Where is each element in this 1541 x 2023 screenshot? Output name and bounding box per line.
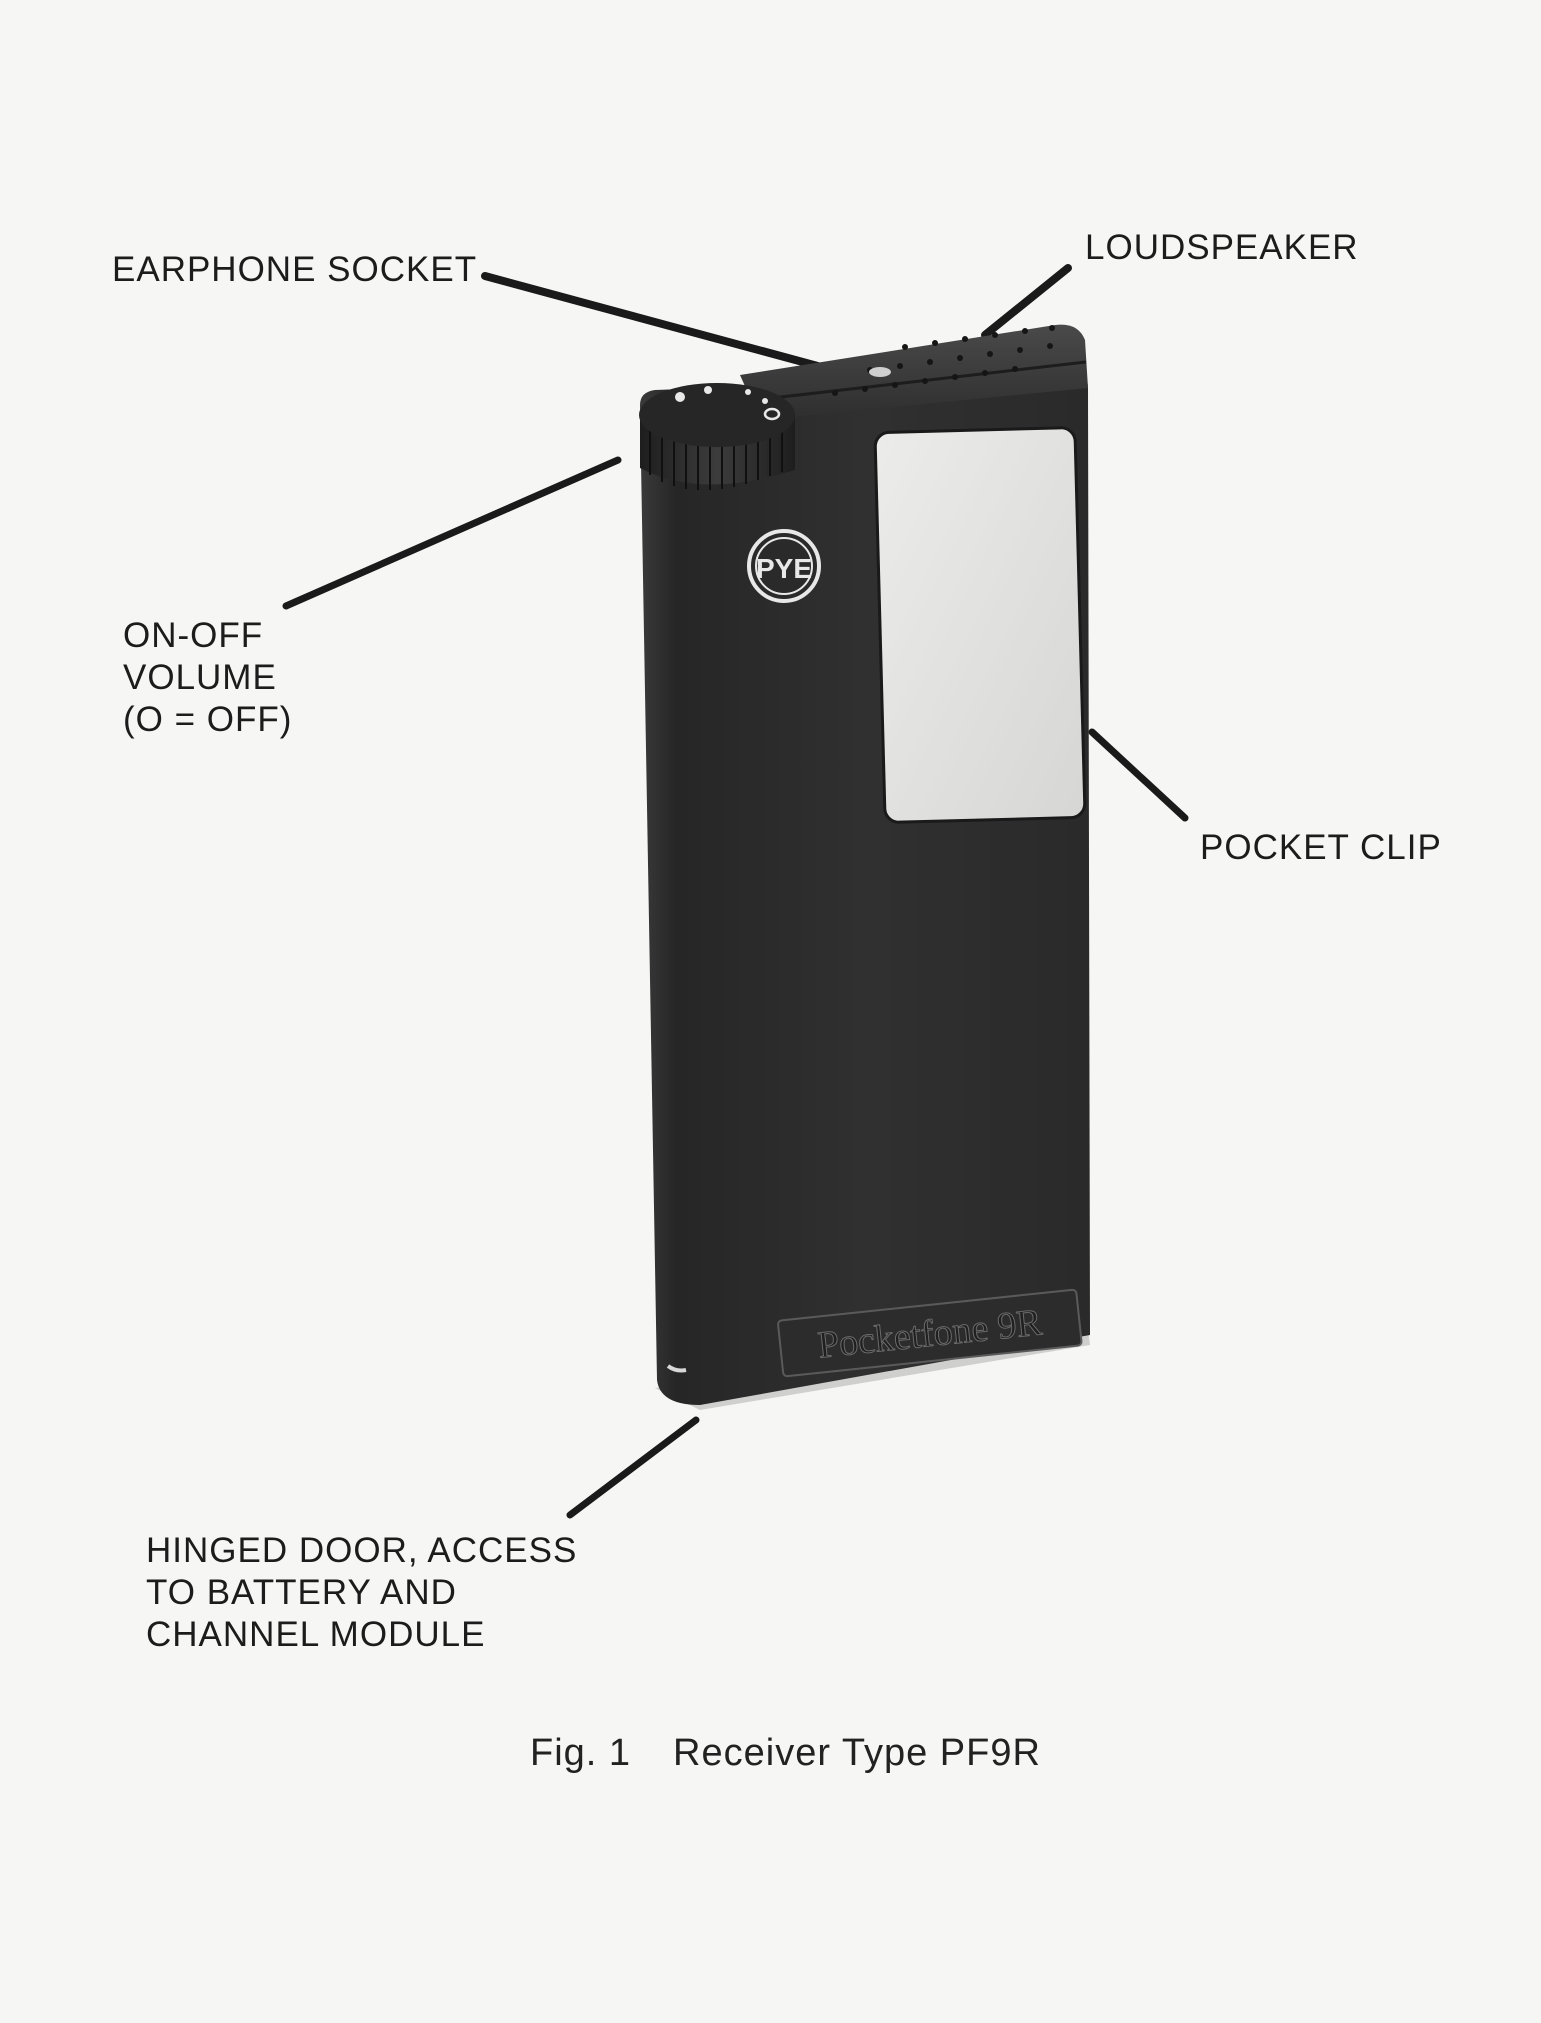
label-on-off-line-1: ON-OFF (123, 616, 264, 655)
receiver-device: PYE Pocketfone 9R (639, 324, 1090, 1410)
label-on-off-line-3: (O = OFF) (123, 700, 293, 739)
earphone-socket (869, 367, 891, 377)
label-pocket-clip-text: POCKET CLIP (1200, 828, 1442, 867)
loudspeaker-grille (832, 325, 1055, 396)
label-hinged-door-line-2: TO BATTERY AND (146, 1573, 457, 1612)
volume-leader (282, 456, 622, 610)
clip-leader (1088, 728, 1189, 822)
label-hinged-door-line-3: CHANNEL MODULE (146, 1615, 486, 1654)
label-on-off-volume: ON-OFF VOLUME (O = OFF) (123, 615, 292, 741)
figure-caption: Fig. 1 Receiver Type PF9R (530, 1732, 1041, 1775)
label-loudspeaker-text: LOUDSPEAKER (1085, 228, 1359, 267)
figure-number: Fig. 1 (530, 1732, 632, 1774)
label-pocket-clip: POCKET CLIP (1200, 828, 1442, 868)
label-hinged-door-line-1: HINGED DOOR, ACCESS (146, 1531, 578, 1570)
figure-title: Receiver Type PF9R (673, 1732, 1041, 1774)
label-on-off-line-2: VOLUME (123, 658, 277, 697)
leader-lines (282, 264, 1189, 1519)
label-earphone-socket-text: EARPHONE SOCKET (112, 250, 478, 289)
label-earphone-socket: EARPHONE SOCKET (112, 250, 477, 290)
label-hinged-door: HINGED DOOR, ACCESS TO BATTERY AND CHANN… (146, 1530, 577, 1656)
earphone-leader (481, 272, 829, 372)
device-top (740, 324, 1088, 420)
pocket-clip (873, 426, 1087, 824)
volume-knob (639, 383, 795, 490)
pye-logo: PYE (747, 529, 821, 603)
door-leader (566, 1416, 700, 1519)
label-loudspeaker: LOUDSPEAKER (1085, 228, 1359, 268)
hinged-door-notch (666, 1364, 687, 1373)
loudspeaker-leader (981, 264, 1072, 339)
pye-logo-text: PYE (756, 553, 812, 584)
